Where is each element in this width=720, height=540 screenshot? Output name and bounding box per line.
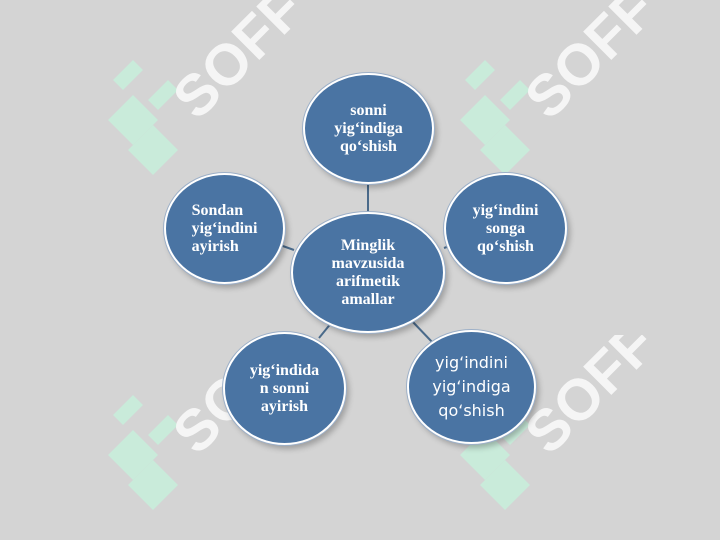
node-bottom-right: yig‘indini yig‘indiga qo‘shish <box>407 330 536 444</box>
node-right-label: yig‘indini songa qo‘shish <box>472 201 539 255</box>
connector-bottom-right <box>410 319 434 344</box>
node-bottom-left: yig‘indida n sonni ayirish <box>223 332 346 445</box>
node-left-label: Sondan yig‘indini ayirish <box>191 201 258 255</box>
center-node: Minglik mavzusida arifmetik amallar <box>291 212 445 333</box>
node-bottom-left-label: yig‘indida n sonni ayirish <box>249 361 320 415</box>
connector-left <box>279 244 295 251</box>
node-top-label: sonni yig‘indiga qo‘shish <box>334 101 403 155</box>
node-right: yig‘indini songa qo‘shish <box>444 173 567 284</box>
node-left: Sondan yig‘indini ayirish <box>164 173 285 284</box>
node-bottom-right-label: yig‘indini yig‘indiga qo‘shish <box>432 353 511 420</box>
center-node-label: Minglik mavzusida arifmetik amallar <box>331 236 405 308</box>
node-top: sonni yig‘indiga qo‘shish <box>303 73 434 184</box>
